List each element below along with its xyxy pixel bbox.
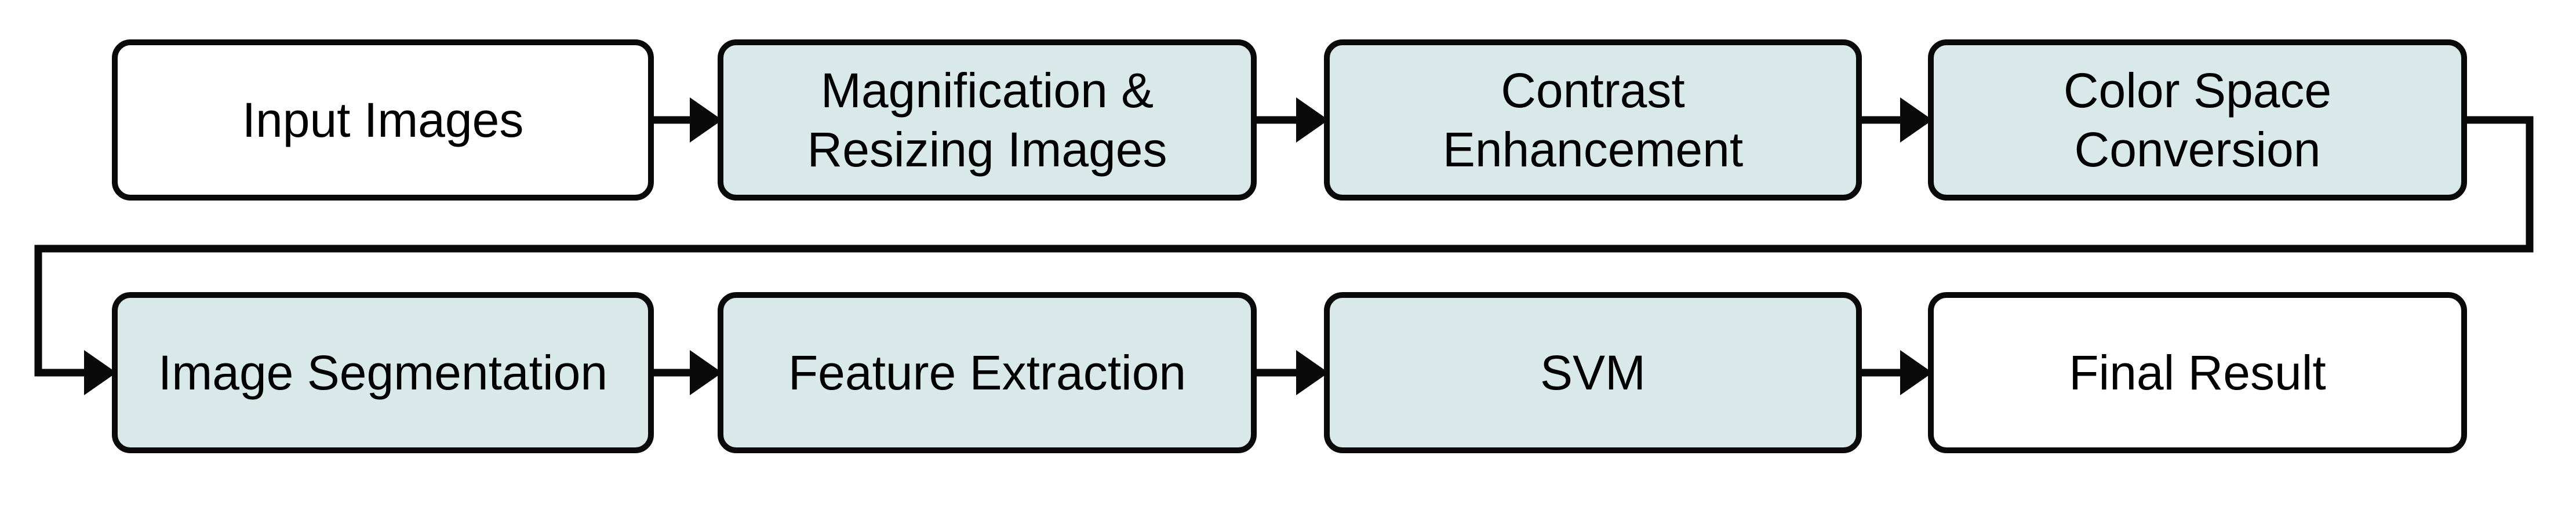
node-feature-extraction: Feature Extraction bbox=[718, 292, 1257, 453]
node-image-segmentation: Image Segmentation bbox=[112, 292, 654, 453]
node-final-result: Final Result bbox=[1928, 292, 2467, 453]
node-label: Contrast Enhancement bbox=[1442, 63, 1744, 177]
node-svm: SVM bbox=[1324, 292, 1862, 453]
arrow-feature-to-svm bbox=[1252, 350, 1329, 395]
arrow-svm-to-finalresult bbox=[1857, 350, 1933, 395]
node-label: Image Segmentation bbox=[158, 345, 608, 400]
arrow-segmentation-to-feature bbox=[649, 350, 722, 395]
node-label: Color Space Conversion bbox=[2063, 63, 2332, 177]
node-contrast-enhancement: Contrast Enhancement bbox=[1324, 39, 1862, 201]
node-label: SVM bbox=[1540, 345, 1646, 400]
node-magnification-resizing: Magnification & Resizing Images bbox=[718, 39, 1257, 201]
node-label: Final Result bbox=[2069, 345, 2326, 400]
arrow-magnification-to-contrast bbox=[1252, 97, 1329, 143]
arrow-input-to-magnification bbox=[649, 97, 722, 143]
node-label: Input Images bbox=[242, 92, 524, 147]
arrow-contrast-to-colorspace bbox=[1857, 97, 1933, 143]
node-label: Feature Extraction bbox=[788, 345, 1187, 400]
node-color-space-conversion: Color Space Conversion bbox=[1928, 39, 2467, 201]
node-input-images: Input Images bbox=[112, 39, 654, 201]
node-label: Magnification & Resizing Images bbox=[807, 63, 1167, 177]
